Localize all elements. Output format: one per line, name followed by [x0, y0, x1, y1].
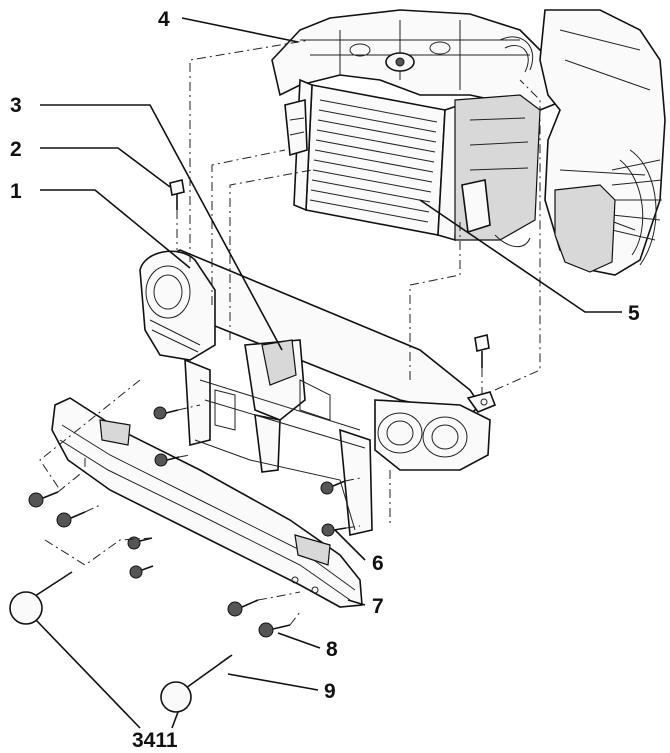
- bolt-left-c: [28, 491, 59, 508]
- special-tool-3411-right: [160, 654, 233, 713]
- bolt-6: [321, 523, 347, 537]
- bolt-left-f: [129, 565, 154, 579]
- leader-lines: [35, 17, 622, 729]
- bolt-6-a: [320, 480, 346, 495]
- radiator-fins: [309, 99, 438, 223]
- bolt-left-a: [153, 406, 179, 420]
- bolt-2: [169, 179, 185, 210]
- callout-4: 4: [158, 8, 170, 31]
- callout-2: 2: [10, 138, 22, 161]
- callout-7: 7: [372, 595, 384, 618]
- bolt-right: [474, 334, 490, 368]
- bolt-left-e: [127, 536, 153, 550]
- bolt-lower-center: [227, 599, 259, 617]
- callout-3411: 3411: [132, 729, 178, 752]
- bolt-8: [258, 622, 291, 638]
- bumper-reinforcement: [51, 397, 363, 608]
- bolts: [28, 179, 490, 638]
- callout-8: 8: [326, 638, 338, 661]
- callouts: 1 2 3 4 5 6 7 8 9 3411: [10, 8, 640, 752]
- front-carrier: [139, 249, 497, 536]
- engine-bay: [271, 9, 666, 276]
- callout-5: 5: [628, 302, 640, 325]
- bolt-left-d: [56, 511, 86, 528]
- callout-3: 3: [10, 94, 22, 117]
- callout-6: 6: [372, 552, 384, 575]
- bolt-left-b: [154, 453, 180, 467]
- alignment-lines: [39, 39, 541, 626]
- special-tool-3411-left: [9, 571, 73, 625]
- callout-9: 9: [324, 680, 336, 703]
- callout-1: 1: [10, 180, 22, 203]
